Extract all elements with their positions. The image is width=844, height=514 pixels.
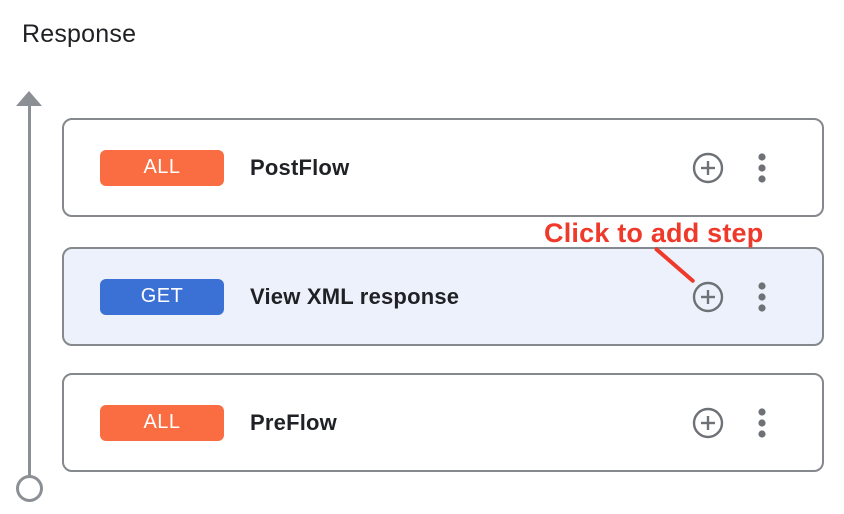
card-actions (692, 152, 766, 184)
plus-circle-icon (692, 281, 724, 313)
kebab-menu-icon (758, 407, 766, 439)
method-badge: GET (100, 278, 224, 315)
flow-name: View XML response (250, 283, 460, 309)
plus-circle-icon (692, 407, 724, 439)
annotation-text: Click to add step (544, 218, 764, 248)
kebab-menu-icon (758, 281, 766, 313)
flow-card-view-xml-response[interactable]: GET View XML response (62, 247, 824, 346)
flow-card-preflow[interactable]: ALL PreFlow (62, 373, 824, 472)
flow-card-postflow[interactable]: ALL PostFlow (62, 118, 824, 217)
add-step-button[interactable] (692, 152, 724, 184)
plus-circle-icon (692, 152, 724, 184)
method-badge: ALL (100, 149, 224, 186)
flow-name: PostFlow (250, 154, 350, 180)
kebab-menu-icon (758, 152, 766, 184)
card-actions (692, 407, 766, 439)
timeline-start-circle (16, 475, 43, 502)
timeline-line (28, 104, 31, 476)
up-arrowhead-icon (16, 91, 42, 106)
more-options-button[interactable] (758, 407, 766, 439)
flow-name: PreFlow (250, 409, 337, 435)
more-options-button[interactable] (758, 281, 766, 313)
add-step-button[interactable] (692, 407, 724, 439)
card-actions (692, 281, 766, 313)
add-step-button[interactable] (692, 281, 724, 313)
section-title: Response (22, 20, 137, 48)
more-options-button[interactable] (758, 152, 766, 184)
method-badge: ALL (100, 404, 224, 441)
